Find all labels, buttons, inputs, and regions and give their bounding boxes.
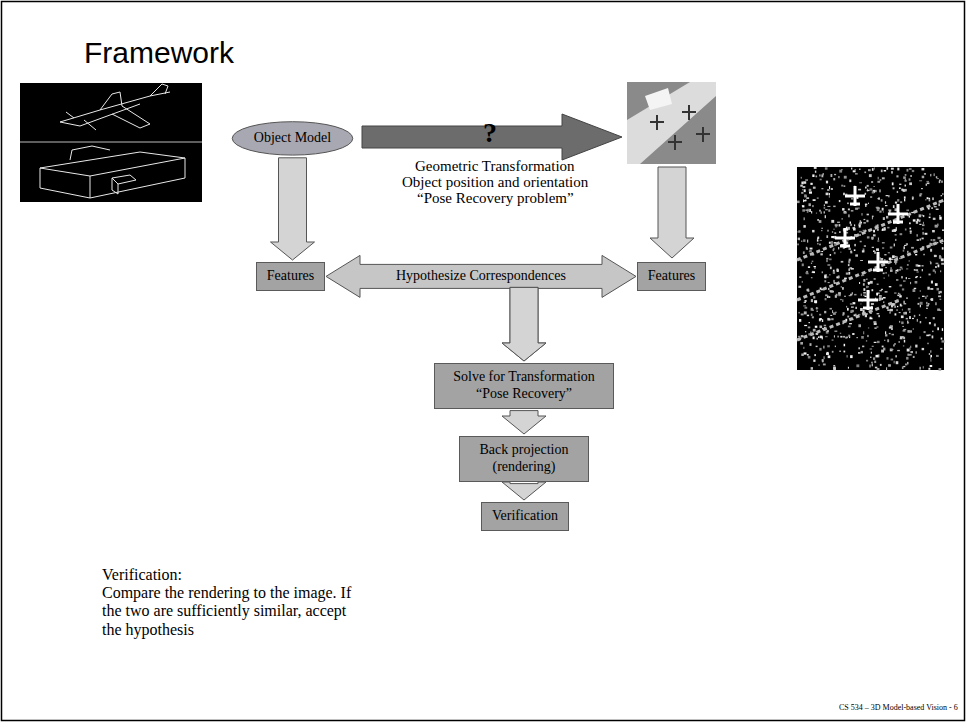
node-text: Object Model: [253, 130, 332, 147]
node-text: Verification: [491, 508, 559, 525]
note-text: “Pose Recovery problem”: [417, 190, 574, 207]
process-box: Verification: [481, 502, 569, 531]
node-text: Features: [266, 268, 315, 285]
block-arrow: [502, 411, 546, 434]
block-arrow: [271, 158, 315, 260]
edge-label: Hypothesize Correspondences: [396, 268, 566, 284]
process-box: Back projection (rendering): [459, 436, 589, 482]
block-arrow: [502, 482, 546, 500]
note-text: Geometric Transformation: [415, 158, 575, 175]
note-text: Compare the rendering to the image. If t…: [102, 584, 364, 639]
block-arrow: [502, 287, 546, 361]
slide-title: Framework: [84, 36, 234, 70]
feature-box: Features: [256, 262, 325, 291]
model-ellipse: Object Model: [231, 121, 354, 156]
feature-box: Features: [637, 262, 706, 291]
aerial-photo: [627, 82, 716, 164]
wireframe-screenshot: [20, 83, 202, 202]
node-text: Solve for Transformation “Pose Recovery”: [444, 369, 604, 403]
block-arrow: [502, 287, 546, 361]
process-box: Solve for Transformation “Pose Recovery”: [434, 363, 614, 409]
image-down-arrow: [650, 167, 694, 258]
edge-image: [797, 167, 945, 371]
block-arrow: [326, 255, 636, 297]
node-text: Back projection (rendering): [469, 442, 579, 476]
question-mark: ?: [483, 117, 497, 149]
transform-arrow: [362, 114, 622, 160]
node-text: Features: [647, 268, 696, 285]
note-text: Object position and orientation: [402, 174, 588, 191]
footer-text: CS 534 – 3D Model-based Vision - 6: [839, 703, 958, 712]
note-text: Verification:: [102, 566, 182, 584]
